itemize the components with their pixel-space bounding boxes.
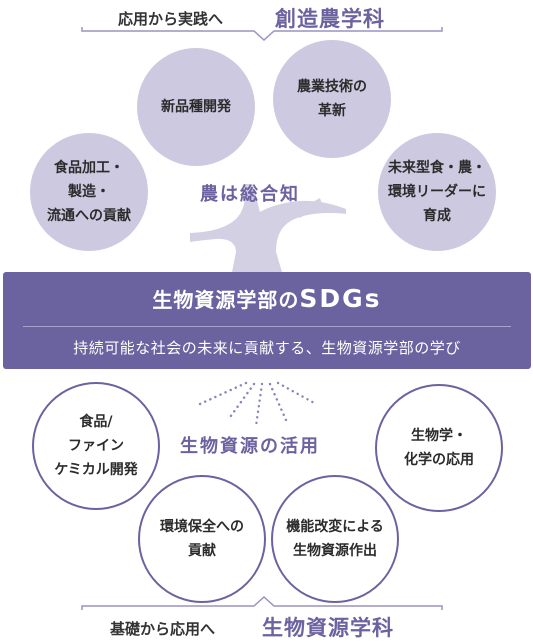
circle-bio-resource: 機能改変による 生物資源作出 [271,475,399,603]
top-header-title: 創造農学科 [275,7,385,31]
circle-label: 環境保全への [160,519,244,535]
circle-label: 食品/ [79,414,113,430]
circle-label: 機能改変による [286,519,384,535]
circle-label: 新品種開発 [161,99,231,115]
banner-title-sdgs: SDGs [299,284,382,313]
circle-new-variety: 新品種開発 [137,48,255,166]
bottom-header-lead: 基礎から応用へ [110,620,216,638]
top-header-bracket [81,27,443,42]
circle-label: 生物学・ [411,428,467,444]
circle-bio-chem: 生物学・ 化学の応用 [375,384,503,512]
circle-food-processing: 食品加工・ 製造・ 流通への貢献 [30,133,148,251]
circle-future-leader: 未来型食・農・ 環境リーダーに 育成 [378,133,496,251]
circle-environment: 環境保全への 貢献 [138,475,266,603]
circle-label: 未来型食・農・ [388,160,486,176]
circle-label: 化学の応用 [404,452,474,468]
circle-label: 革新 [318,103,346,119]
bottom-header-title: 生物資源学科 [262,616,394,640]
circle-label: 食品加工・ [54,160,124,176]
banner-title-prefix: 生物資源学部の [152,288,300,312]
circle-label: ファイン [68,438,124,454]
circle-label: 環境リーダーに [388,184,486,200]
bottom-center-label: 生物資源の活用 [180,436,320,457]
sdgs-banner: 生物資源学部のSDGs 持続可能な社会の未来に貢献する、生物資源学部の学び [3,272,531,369]
circle-agri-tech: 農業技術の 革新 [273,40,391,158]
circle-food-chemical: 食品/ ファイン ケミカル開発 [32,382,160,510]
circle-label: 生物資源作出 [293,543,377,559]
circle-label: 貢献 [188,543,216,559]
circle-label: 流通への貢献 [47,208,131,224]
top-header-lead: 応用から実践へ [118,10,224,28]
circle-label: 農業技術の [297,79,367,95]
circle-label: 製造・ [68,184,110,200]
banner-subtitle: 持続可能な社会の未来に貢献する、生物資源学部の学び [73,339,461,357]
circle-label: ケミカル開発 [54,462,138,478]
circle-label: 育成 [423,208,451,224]
banner-title: 生物資源学部のSDGs [3,284,531,313]
top-center-label: 農は総合知 [200,184,300,205]
bottom-header-bracket [81,595,443,610]
banner-divider [23,326,511,327]
